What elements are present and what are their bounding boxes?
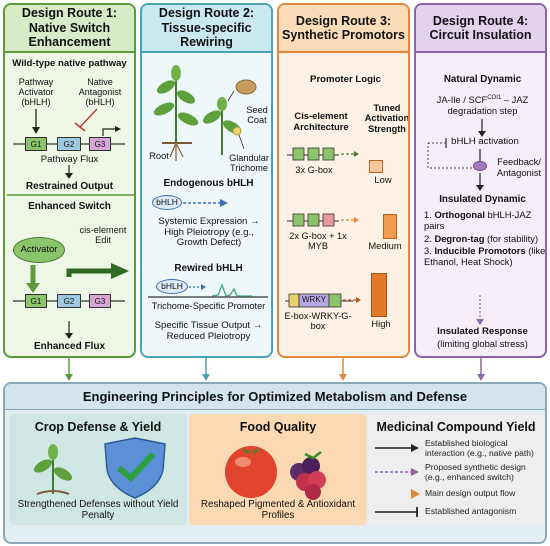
food-quality-panel: Food Quality Reshaped Pigmented & Antiox… bbox=[189, 414, 367, 525]
wild-type-label: Wild-type native pathway bbox=[12, 58, 127, 69]
item-1-num: 1. bbox=[424, 209, 432, 220]
legend-solid: Established biological interaction (e.g.… bbox=[425, 438, 534, 458]
gene-g3: G3 bbox=[89, 137, 111, 151]
legend-symbols bbox=[375, 444, 420, 517]
row-2-label: 2x G-box + 1x MYB bbox=[289, 231, 347, 252]
limiting-label: (limiting global stress) bbox=[437, 338, 528, 349]
feedback-antagonist-node bbox=[473, 161, 487, 171]
principles-section: Engineering Principles for Optimized Met… bbox=[3, 382, 547, 544]
insulation-item-1: 1. Orthogonal bHLH-JAZ pairs bbox=[424, 209, 545, 232]
insulated-response-label: Insulated Response bbox=[437, 326, 528, 337]
specific-output-label: Specific Tissue Output → Reduced Pleiotr… bbox=[154, 320, 263, 342]
medicinal-panel: Medicinal Compound Yield Established bio… bbox=[369, 414, 543, 525]
route-4-title: Design Route 4: Circuit Insulation bbox=[416, 5, 545, 53]
seed-coat-label: Seed Coat bbox=[246, 105, 268, 126]
row-3-label: E-box-WRKY-G-box bbox=[284, 311, 352, 332]
root-label: Root bbox=[149, 150, 169, 161]
cis-architecture-label: Cis-element Architecture bbox=[293, 110, 349, 132]
glandular-trichome-label: Glandular Trichome bbox=[229, 153, 269, 174]
strength-bar-medium bbox=[383, 214, 397, 239]
route-4-arrows bbox=[427, 119, 486, 325]
pathway-activator-label: Pathway Activator (bHLH) bbox=[18, 77, 54, 108]
systemic-expression-label: Systemic Expression → High Pleiotropy (e… bbox=[158, 216, 260, 249]
crop-panel-caption: Strengthened Defenses without Yield Pena… bbox=[17, 499, 179, 521]
bhlh-oval-rewired bbox=[156, 279, 188, 294]
route-3-title: Design Route 3: Synthetic Promotors bbox=[279, 5, 408, 53]
activator-label: Activator bbox=[20, 244, 58, 255]
natural-dynamic-label: Natural Dynamic bbox=[443, 74, 522, 85]
medicinal-panel-title: Medicinal Compound Yield bbox=[376, 420, 536, 434]
bhlh-oval-endogenous-text: bHLH bbox=[156, 197, 178, 207]
item-3-num: 3. bbox=[424, 245, 432, 257]
legend-gradient: Main design output flow bbox=[425, 488, 516, 498]
item-3-rest: (like Ethanol, Heat Shock) bbox=[424, 245, 546, 268]
native-antagonist-label: Native Antagonist (bHLH) bbox=[78, 77, 122, 108]
ja-step-a: JA-Ile / SCF bbox=[436, 94, 488, 106]
ja-step-b: – JAZ degradation step bbox=[447, 94, 529, 116]
bhlh-oval-endogenous bbox=[152, 195, 182, 210]
insulation-item-2: 2. Degron-tag (for stability) bbox=[424, 232, 545, 245]
bhlh-oval-rewired-text: bHLH bbox=[161, 281, 183, 291]
insulation-item-3: 3. Inducible Promotors (like Ethanol, He… bbox=[424, 245, 546, 268]
promoter-diagram bbox=[285, 147, 361, 308]
plant-shield-icon bbox=[33, 437, 166, 499]
trichome-promoter-label: Trichome-Specific Promoter bbox=[151, 301, 266, 311]
gene-g2: G2 bbox=[57, 137, 81, 151]
bhlh-activation-label: bHLH activation bbox=[451, 136, 519, 147]
item-1-bold: Orthogonal bbox=[434, 209, 485, 220]
design-route-3: Design Route 3: Synthetic Promotors Prom… bbox=[277, 3, 410, 358]
row-2-level: Medium bbox=[368, 240, 402, 251]
food-panel-caption: Reshaped Pigmented & Antioxidant Profile… bbox=[200, 499, 356, 521]
enhanced-switch-label: Enhanced Switch bbox=[28, 201, 111, 212]
plant-illustration bbox=[148, 65, 268, 298]
route-1-title: Design Route 1: Native Switch Enhancemen… bbox=[5, 5, 134, 53]
food-panel-title: Food Quality bbox=[239, 420, 317, 434]
design-route-4: Design Route 4: Circuit Insulation Natur… bbox=[414, 3, 547, 358]
crop-panel-title: Crop Defense & Yield bbox=[34, 420, 162, 434]
item-3-bold: Inducible Promotors bbox=[434, 245, 526, 257]
feedback-label: Feedback/ Antagonist bbox=[496, 156, 542, 178]
strength-bar-high bbox=[371, 273, 387, 317]
insulation-list: 1. Orthogonal bHLH-JAZ pairs 2. Degron-t… bbox=[424, 209, 546, 268]
row-1-level: Low bbox=[374, 174, 392, 185]
item-2-bold: Degron-tag bbox=[434, 232, 485, 244]
row-3-level: High bbox=[371, 318, 391, 329]
legend-dashed: Proposed synthetic design (e.g., enhance… bbox=[425, 462, 526, 482]
activator-ellipse bbox=[13, 237, 65, 263]
cis-edit-label: cis-element Edit bbox=[79, 225, 127, 246]
item-2-rest: (for stability) bbox=[484, 232, 539, 244]
gene-g1: G1 bbox=[25, 137, 47, 151]
gene-g3-enhanced: G3 bbox=[89, 294, 111, 308]
row-1-label: 3x G-box bbox=[295, 165, 333, 175]
legend-tbar: Established antagonism bbox=[425, 506, 517, 516]
restrained-output-label: Restrained Output bbox=[25, 181, 114, 192]
item-2-num: 2. bbox=[424, 232, 432, 244]
rewired-bhlh-label: Rewired bHLH bbox=[174, 263, 243, 274]
pathway-flux-label: Pathway Flux bbox=[40, 154, 99, 165]
gene-g2-enhanced: G2 bbox=[57, 294, 81, 308]
tomato-berries-icon bbox=[225, 446, 326, 500]
design-route-1: Design Route 1: Native Switch Enhancemen… bbox=[3, 3, 136, 358]
tuned-strength-label: Tuned Activation Strength bbox=[364, 103, 410, 134]
gene-g1-enhanced: G1 bbox=[25, 294, 47, 308]
route-2-title: Design Route 2: Tissue-specific Rewiring bbox=[142, 5, 271, 53]
insulated-dynamic-label: Insulated Dynamic bbox=[439, 194, 526, 205]
item-1-rest: bHLH-JAZ pairs bbox=[424, 209, 532, 231]
endogenous-bhlh-label: Endogenous bHLH bbox=[163, 178, 254, 189]
ja-step-sup: COI1 bbox=[487, 95, 502, 101]
design-route-2: Design Route 2: Tissue-specific Rewiring… bbox=[140, 3, 273, 358]
ja-step-label: JA-Ile / SCFCOI1 – JAZ degradation step bbox=[420, 94, 545, 116]
wrky-label: WRKY bbox=[302, 295, 326, 304]
crop-defense-panel: Crop Defense & Yield Strengthened Defens… bbox=[9, 414, 187, 525]
strength-bar-low bbox=[369, 160, 383, 173]
promoter-logic-label: Promoter Logic bbox=[310, 74, 381, 85]
principles-title: Engineering Principles for Optimized Met… bbox=[5, 384, 545, 410]
enhanced-flux-label: Enhanced Flux bbox=[33, 341, 106, 352]
